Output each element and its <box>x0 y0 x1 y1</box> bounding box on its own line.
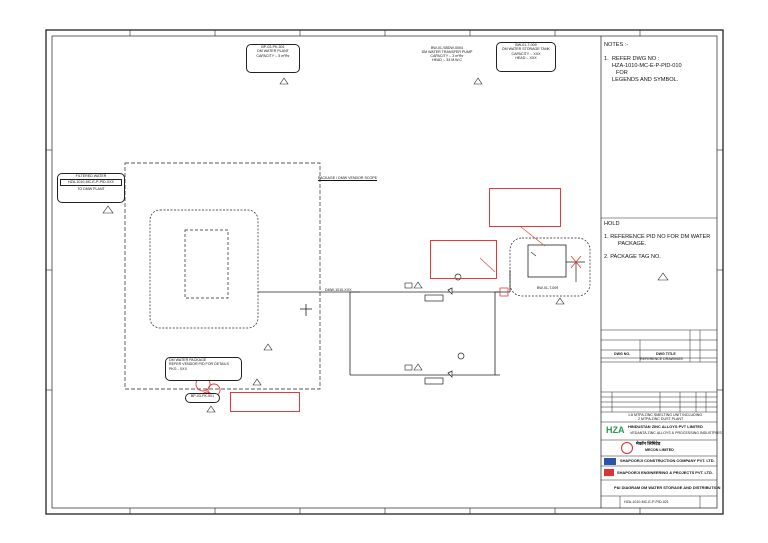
hold-item-line: 2. PACKAGE TAG NO. <box>604 254 661 260</box>
boundary-note: PACKAGE / DMW VENDOR SCOPE <box>318 176 378 180</box>
tag-line: TO DMW PLANT <box>77 186 105 191</box>
notes-item-line: FOR <box>616 70 628 76</box>
package-boundary <box>124 162 321 390</box>
contractor-name: SHAPOORJI CONSTRUCTION COMPANY PVT. LTD. <box>620 458 715 463</box>
drawing-title: P&I DIAGRAM DM WATER STORAGE AND DISTRIB… <box>614 485 721 490</box>
storage-tank-tag: BW-01-T-009 DM WATER STORAGE TANK CAPACI… <box>496 42 556 72</box>
client-subtitle: VEDANTA ZINC ALLOYS & PROCESSING INDUSTR… <box>630 431 722 435</box>
notes-item-line: LEGENDS AND SYMBOL. <box>612 77 679 83</box>
tag-line: DM WATER PLANT <box>257 49 289 54</box>
notes-item-line: HZA-1010-MC-E-P-PID-010 <box>612 63 682 69</box>
contractor-flag-icon <box>604 458 616 465</box>
tag-line: HEAD :- XXX <box>515 56 537 61</box>
notes-item-number: 1. <box>604 56 609 62</box>
tag-line: BP-03-PK-501 <box>261 45 285 49</box>
markup-box-pump <box>430 240 497 279</box>
pump-2 <box>424 352 465 385</box>
tag-line: DM WATER TRANSFER PUMP <box>421 50 473 55</box>
line-label: DMW-1010-XXX <box>325 288 352 292</box>
ref-sub-label: REFERENCE DRAWINGS <box>640 357 683 361</box>
tank-cloud <box>509 237 591 297</box>
notes-title: NOTES :- <box>604 42 629 48</box>
tag-line: HEAD :- 34 M.W.C <box>432 58 462 63</box>
hold-title: HOLD <box>604 221 620 227</box>
tag-line: BP-03-PK-501 <box>190 394 215 398</box>
notes-item-line: REFER DWG NO : <box>612 56 660 62</box>
dm-water-storage-tank <box>527 244 567 278</box>
tag-line: DM WATER STORAGE TANK <box>502 47 550 52</box>
mecon-logo-icon <box>621 442 633 454</box>
project-line-1: 1.6 MTPA ZINC SMELTING UNIT INCLUDING <box>628 413 703 417</box>
transfer-pump-tag: BW-01-SBDW-0004 DM WATER TRANSFER PUMP C… <box>417 46 477 63</box>
tag-line: BW-01-SBDW-0004 <box>430 46 464 50</box>
tag-line: FILTERED WATER <box>75 174 107 178</box>
dm-water-plant-tag: BP-03-PK-501 DM WATER PLANT CAPACITY :- … <box>246 44 300 73</box>
sheet-border <box>45 29 724 515</box>
tag-line: CAPACITY :- XXX <box>511 51 541 56</box>
tag-line: PKG - XXX <box>169 366 187 371</box>
tag-line: REFER VENDOR PID FOR DETAILS <box>169 362 229 367</box>
hold-item-line: PACKAGE. <box>618 241 647 247</box>
tag-line: BW-01-T-009 <box>515 43 537 47</box>
hza-logo: HZA <box>606 425 625 435</box>
consultant-logo-text: मेकॉन लिमिटेड <box>636 441 661 446</box>
engineer-name: SHAPOORJI ENGINEERING & PROJECTS PVT. LT… <box>617 470 713 475</box>
filtered-water-tag: FILTERED WATER HZA-1010-MC-E-P-PID-XXX T… <box>57 173 125 203</box>
sheet-inner-border <box>51 35 718 509</box>
zone-ticks <box>46 30 723 514</box>
tag-line: CAPACITY :- 3 m³/hr <box>430 54 464 59</box>
ref-header-dwg-title: DWG TITLE <box>656 352 676 356</box>
markup-box-tank <box>489 188 561 227</box>
engineer-logo-icon <box>604 469 614 476</box>
revision-triangles <box>102 77 669 413</box>
markup-valve-box <box>499 287 509 297</box>
package-id-tag: BP-03-PK-501 <box>185 393 220 403</box>
tag-line: HZA-1010-MC-E-P-PID-XXX <box>60 179 122 186</box>
ref-header-dwg-no: DWG NO. <box>614 352 631 356</box>
markup-box-package <box>230 392 300 412</box>
hold-item-line: 1. REFERENCE PID NO FOR DM WATER <box>604 234 711 240</box>
client-name: HINDUSTAN ZINC ALLOYS PVT LIMITED <box>628 424 703 429</box>
title-block-grid <box>601 330 717 508</box>
drawing-number: HZA-1010-MC-E-P-PID-021 <box>624 500 669 504</box>
dm-plant-cloud-inner <box>184 229 229 299</box>
consultant-name: MECON LIMITED <box>645 448 674 452</box>
tag-line: DM WATER PACKAGE <box>169 358 207 362</box>
tank-id-label: BW-01-T-009 <box>537 286 559 290</box>
dm-package-tag: DM WATER PACKAGE REFER VENDOR PID FOR DE… <box>165 357 242 381</box>
project-line-2: 2 MTPA ZINC DUST PLANT <box>638 417 684 421</box>
dm-plant-cloud-outer <box>149 209 259 329</box>
tag-line: CAPACITY :- 5 m³/hr <box>256 53 290 58</box>
